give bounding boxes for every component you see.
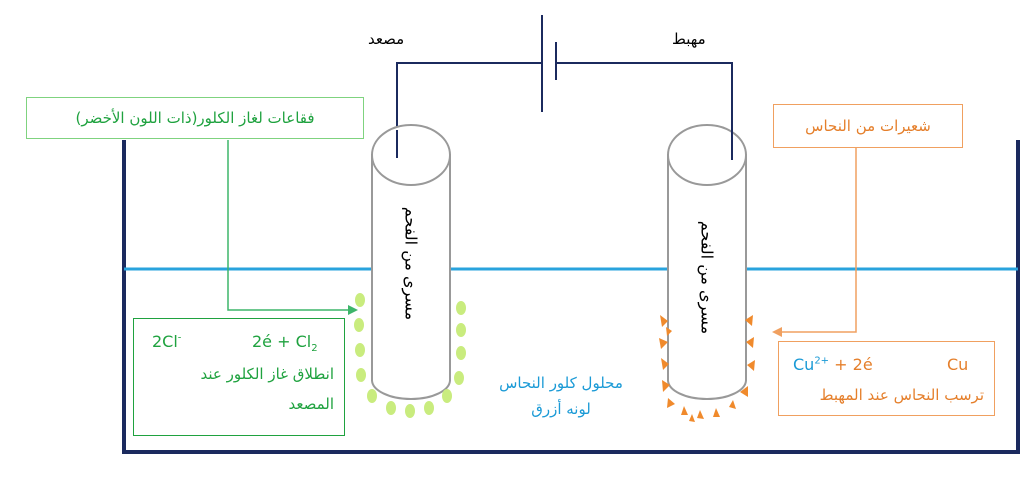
anode-products-text: 2é + Cl [252,332,312,351]
chlorine-bubbles [354,293,466,418]
anode-product-subscript: 2 [311,343,318,355]
chlorine-bubbles-callout: فقاعات لغاز الكلور(ذات اللون الأخضر) [26,97,364,139]
copper-filaments-callout: شعيرات من النحاس [773,104,963,148]
right-carbon-electrode [667,124,747,400]
anode-equation: 2Cl- [152,332,181,351]
cathode-caption: ترسب النحاس عند المهبط [819,386,984,404]
chlorine-bubbles-text: فقاعات لغاز الكلور(ذات اللون الأخضر) [75,109,315,127]
cathode-reactant: Cu [793,355,815,374]
anode-caption-line1: انطلاق غاز الكلور عند [200,365,334,383]
cathode-label: مهبط [672,30,706,48]
cathode-reaction-box: Cu2+ + 2é Cu ترسب النحاس عند المهبط [778,341,995,416]
copper-arrowhead [772,327,782,337]
chlorine-arrowhead [348,305,358,315]
anode-label: مصعد [368,30,405,48]
copper-deposits [659,315,755,422]
solution-label-line2: لونه أزرق [531,400,591,418]
anode-caption-line2: المصعد [288,395,334,413]
copper-pointer [782,148,857,333]
left-carbon-electrode [371,124,451,400]
cathode-product: Cu [947,355,969,374]
anode-reaction-box: 2Cl- 2é + Cl2 انطلاق غاز الكلور عند المص… [133,318,345,436]
anode-reactant: 2Cl [152,332,178,351]
chlorine-pointer [227,140,348,311]
cathode-electrons: + 2é [834,355,873,374]
left-electrode-label: مسرى من الفحم [401,206,421,321]
cathode-wire [556,62,733,160]
right-electrode-label: مسرى من الفحم [697,220,717,335]
cathode-reactant-charge: 2+ [814,355,830,367]
tank-outline [122,140,1020,454]
cathode-equation: Cu2+ + 2é [793,355,873,374]
solution-label-line1: محلول كلور النحاس [499,374,623,392]
anode-reactant-charge: - [177,332,182,344]
anode-products: 2é + Cl2 [252,332,318,354]
copper-filaments-text: شعيرات من النحاس [805,117,931,135]
